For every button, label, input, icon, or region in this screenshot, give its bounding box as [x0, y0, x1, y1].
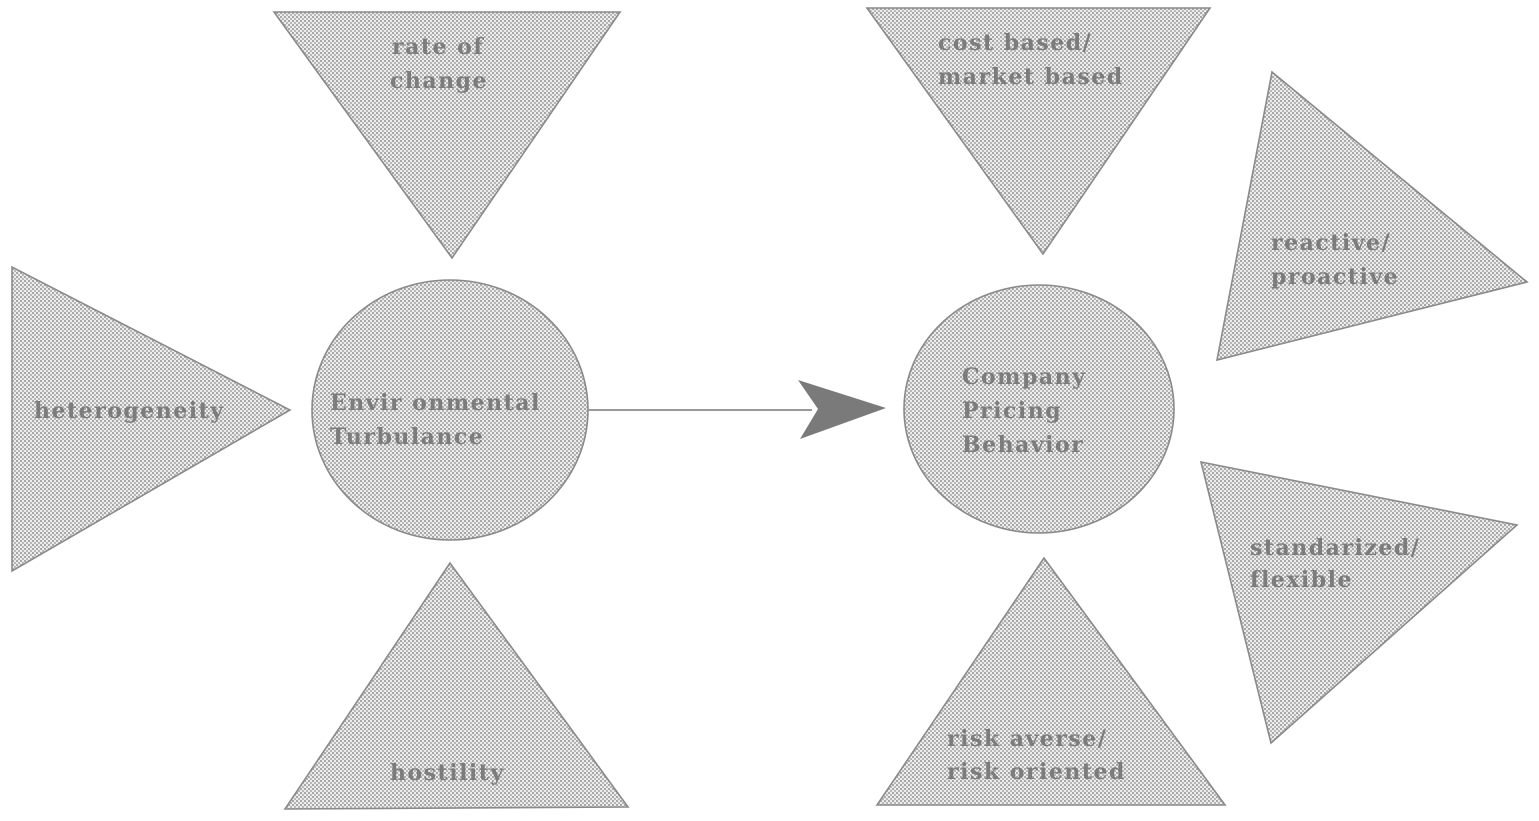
triangle-shape — [1199, 460, 1519, 745]
node-label-line: Company — [962, 364, 1086, 390]
triangle-down-shape — [272, 11, 622, 260]
factor-heterogeneity: heterogeneity — [11, 265, 292, 573]
factor-label-line: change — [390, 68, 488, 94]
triangle-down-shape — [865, 7, 1212, 256]
factor-label-line: flexible — [1250, 567, 1353, 593]
arrowhead-icon — [798, 380, 886, 439]
factor-reactive-proactive: reactive/ proactive — [1215, 70, 1529, 362]
triangle-up-shape — [283, 561, 630, 810]
node-company-pricing-behavior: Company Pricing Behavior — [903, 284, 1175, 534]
factor-label-line: proactive — [1271, 264, 1399, 290]
causal-arrow — [588, 380, 886, 439]
factor-label-line: risk oriented — [947, 759, 1126, 785]
triangle-up-shape — [875, 556, 1227, 806]
triangle-shape — [1215, 70, 1529, 362]
node-label-line: Behavior — [962, 432, 1084, 458]
node-environmental-turbulance: Envir onmental Turbulance — [311, 279, 589, 541]
factor-hostility: hostility — [283, 561, 630, 810]
factor-rate-of-change: rate of change — [272, 11, 622, 260]
right-group: cost based/ market based reactive/ proac… — [865, 7, 1529, 806]
node-label-line: Pricing — [962, 398, 1062, 424]
factor-label-line: reactive/ — [1271, 230, 1391, 256]
ellipse-shape — [903, 284, 1175, 534]
left-group: rate of change heterogeneity hostility E… — [11, 11, 630, 810]
node-label-line: Envir onmental — [330, 390, 541, 416]
factor-standarized-flexible: standarized/ flexible — [1199, 460, 1519, 745]
factor-label-line: market based — [938, 64, 1124, 90]
factor-label-line: rate of — [392, 34, 484, 60]
factor-risk: risk averse/ risk oriented — [875, 556, 1227, 806]
factor-cost-market: cost based/ market based — [865, 7, 1212, 256]
factor-label-line: standarized/ — [1250, 535, 1420, 561]
factor-label-line: cost based/ — [938, 30, 1092, 56]
factor-label-line: risk averse/ — [947, 726, 1107, 752]
factor-label-line: hostility — [390, 760, 505, 786]
node-label-line: Turbulance — [330, 424, 484, 450]
factor-label-line: heterogeneity — [34, 398, 225, 424]
triangle-right-shape — [11, 265, 292, 573]
